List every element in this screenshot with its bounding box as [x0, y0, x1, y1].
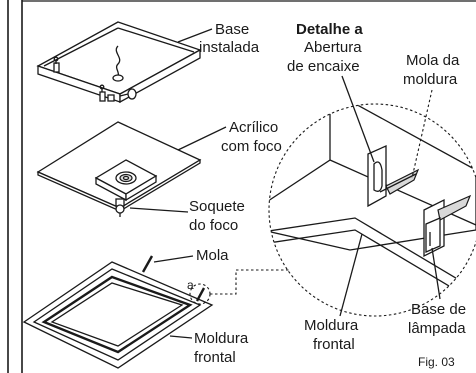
label-base-lampada-line1: Base de [411, 301, 466, 318]
leader-abertura [341, 75, 375, 163]
label-mola: Mola [196, 247, 229, 264]
label-mola-moldura-line1: Mola da [406, 52, 460, 69]
label-moldura-line1: Moldura [194, 330, 249, 347]
label-abertura-line1: Abertura [304, 39, 362, 56]
base-connector [107, 94, 115, 102]
label-moldura-detail-line1: Moldura [304, 317, 359, 334]
frame-spring-left [141, 255, 154, 273]
leader-mola [153, 255, 194, 263]
label-moldura-detail-line2: frontal [313, 336, 355, 353]
detail-a-circle [268, 103, 476, 317]
label-abertura-line2: de encaixe [287, 58, 360, 75]
base-socket [127, 88, 137, 100]
leader-moldura-detail [339, 233, 363, 317]
leader-mola-moldura [411, 89, 433, 179]
label-base-line2: instalada [199, 39, 260, 56]
detail-bracket [423, 194, 472, 258]
label-detalhe: Detalhe a [296, 21, 363, 38]
leader-base [177, 28, 213, 43]
label-soquete-line2: do foco [189, 217, 238, 234]
base-bracket-left [53, 56, 60, 73]
leader-soquete [129, 207, 189, 213]
detail-spring-clip [379, 168, 420, 195]
base-bracket-front [99, 84, 106, 102]
label-mola-moldura-line2: moldura [403, 71, 458, 88]
detail-slot [367, 144, 387, 208]
leader-acrilico [177, 126, 227, 151]
detail-connector-line [210, 269, 290, 295]
label-acrilico-line2: com foco [221, 138, 282, 155]
detail-a-marker-label: a [187, 278, 194, 292]
leader-moldura [169, 335, 193, 339]
label-base-line1: Base [215, 21, 249, 38]
figure-caption: Fig. 03 [418, 355, 455, 369]
leader-base-lampada [431, 247, 441, 300]
label-soquete-line1: Soquete [189, 198, 245, 215]
base-panel [36, 21, 202, 104]
detail-a-view [269, 104, 476, 303]
spotlight-fixture [94, 159, 158, 202]
label-base-lampada-line2: lâmpada [408, 320, 466, 337]
label-acrilico-line1: Acrílico [229, 119, 278, 136]
frame-spring-right [195, 287, 206, 302]
label-moldura-line2: frontal [194, 349, 236, 366]
lamp-socket [115, 198, 125, 217]
front-frame [22, 255, 214, 369]
